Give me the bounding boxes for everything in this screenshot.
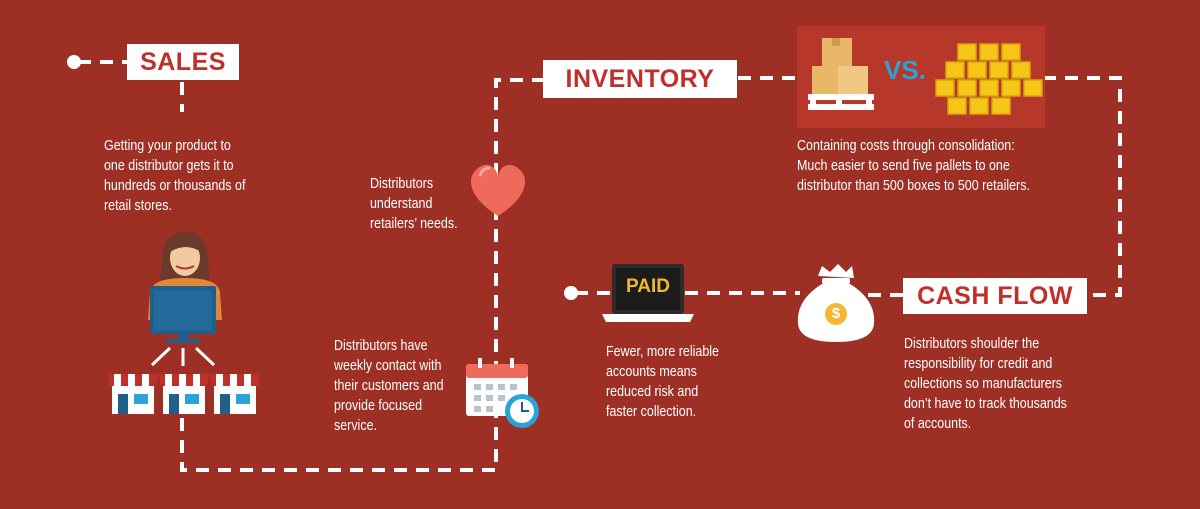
store-icon — [108, 374, 158, 414]
paid-text-line: accounts means — [606, 364, 697, 380]
paid-screen-label: PAID — [626, 276, 670, 297]
contact-text-line: Distributors have — [334, 338, 428, 354]
inventory-text-line: Containing costs through consolidation: — [797, 138, 1015, 154]
cash-flow-text: Distributors shoulder the responsibility… — [904, 334, 1067, 434]
cash-flow-text-line: collections so manufacturers — [904, 376, 1063, 392]
sales-text-line: Getting your product to — [104, 138, 231, 154]
inventory-text-line: distributor than 500 boxes to 500 retail… — [797, 178, 1030, 194]
cash-flow-text-line: Distributors shoulder the — [904, 336, 1040, 352]
store-icon — [210, 374, 260, 414]
inventory-to-cashflow-connector — [1043, 76, 1122, 297]
inventory-title: INVENTORY — [543, 60, 737, 98]
contact-text-line: service. — [334, 418, 377, 434]
understand-text-line: Distributors — [370, 176, 434, 192]
cash-flow-text-line: of accounts. — [904, 416, 972, 432]
sales-text-line: hundreds or thousands of — [104, 178, 246, 194]
sales-text-line: retail stores. — [104, 198, 172, 214]
sales-text-line: one distributor gets it to — [104, 158, 234, 174]
sales-start-node — [67, 55, 81, 69]
paid-end-node — [564, 286, 578, 300]
paid-text-line: faster collection. — [606, 404, 697, 420]
contact-text-line: provide focused — [334, 398, 423, 414]
sales-title: SALES — [127, 44, 239, 80]
understand-text: Distributors understand retailers’ needs… — [370, 174, 458, 234]
understand-text-line: understand — [370, 196, 433, 212]
inventory-text: Containing costs through consolidation: … — [797, 136, 1030, 196]
cash-flow-text-line: responsibility for credit and — [904, 356, 1053, 372]
sales-text: Getting your product to one distributor … — [104, 136, 245, 216]
paid-text-line: Fewer, more reliable — [606, 344, 719, 360]
store-icon — [159, 374, 209, 414]
cash-flow-title: CASH FLOW — [903, 278, 1087, 314]
dollar-symbol: $ — [831, 305, 841, 322]
contact-text-line: weekly contact with — [334, 358, 442, 374]
vs-label: VS. — [884, 55, 926, 85]
understand-text-line: retailers’ needs. — [370, 216, 458, 232]
inventory-text-line: Much easier to send five pallets to one — [797, 158, 1010, 174]
paid-text-line: reduced risk and — [606, 384, 699, 400]
paid-text: Fewer, more reliable accounts means redu… — [606, 342, 719, 422]
cash-flow-text-line: don’t have to track thousands — [904, 396, 1067, 412]
bottom-loop-connector — [180, 78, 545, 472]
contact-text: Distributors have weekly contact with th… — [334, 336, 444, 436]
contact-text-line: their customers and — [334, 378, 444, 394]
